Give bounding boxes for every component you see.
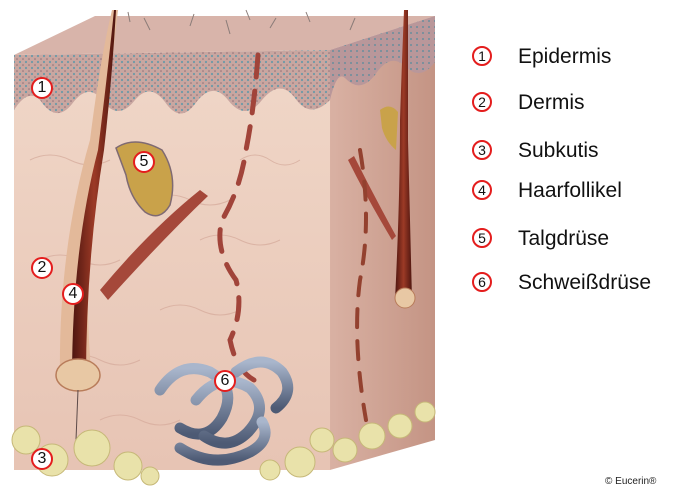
- legend-number: 3: [472, 140, 492, 160]
- legend-number: 5: [472, 228, 492, 248]
- callout-subcutis: 3: [31, 448, 53, 470]
- legend-number: 6: [472, 272, 492, 292]
- callout-sweat-gland: 6: [214, 370, 236, 392]
- callout-hair-follicle: 4: [62, 283, 84, 305]
- legend-item-sweat-gland: 6 Schweißdrüse: [470, 270, 685, 296]
- legend-label: Epidermis: [518, 45, 611, 69]
- legend-item-subcutis: 3 Subkutis: [470, 138, 685, 164]
- legend-label: Haarfollikel: [518, 179, 622, 203]
- legend-item-dermis: 2 Dermis: [470, 90, 685, 116]
- legend-number: 4: [472, 180, 492, 200]
- legend-label: Subkutis: [518, 139, 599, 163]
- legend-item-sebaceous-gland: 5 Talgdrüse: [470, 226, 685, 252]
- legend-item-hair-follicle: 4 Haarfollikel: [470, 178, 685, 204]
- copyright-notice: © Eucerin®: [605, 476, 656, 487]
- legend-number: 2: [472, 92, 492, 112]
- legend-label: Schweißdrüse: [518, 271, 651, 295]
- callout-epidermis: 1: [31, 77, 53, 99]
- skin-side-face: [330, 16, 435, 470]
- legend-number: 1: [472, 46, 492, 66]
- legend-label: Dermis: [518, 91, 585, 115]
- callout-sebaceous-gland: 5: [133, 151, 155, 173]
- legend-label: Talgdrüse: [518, 227, 609, 251]
- legend-item-epidermis: 1 Epidermis: [470, 44, 685, 70]
- callout-dermis: 2: [31, 257, 53, 279]
